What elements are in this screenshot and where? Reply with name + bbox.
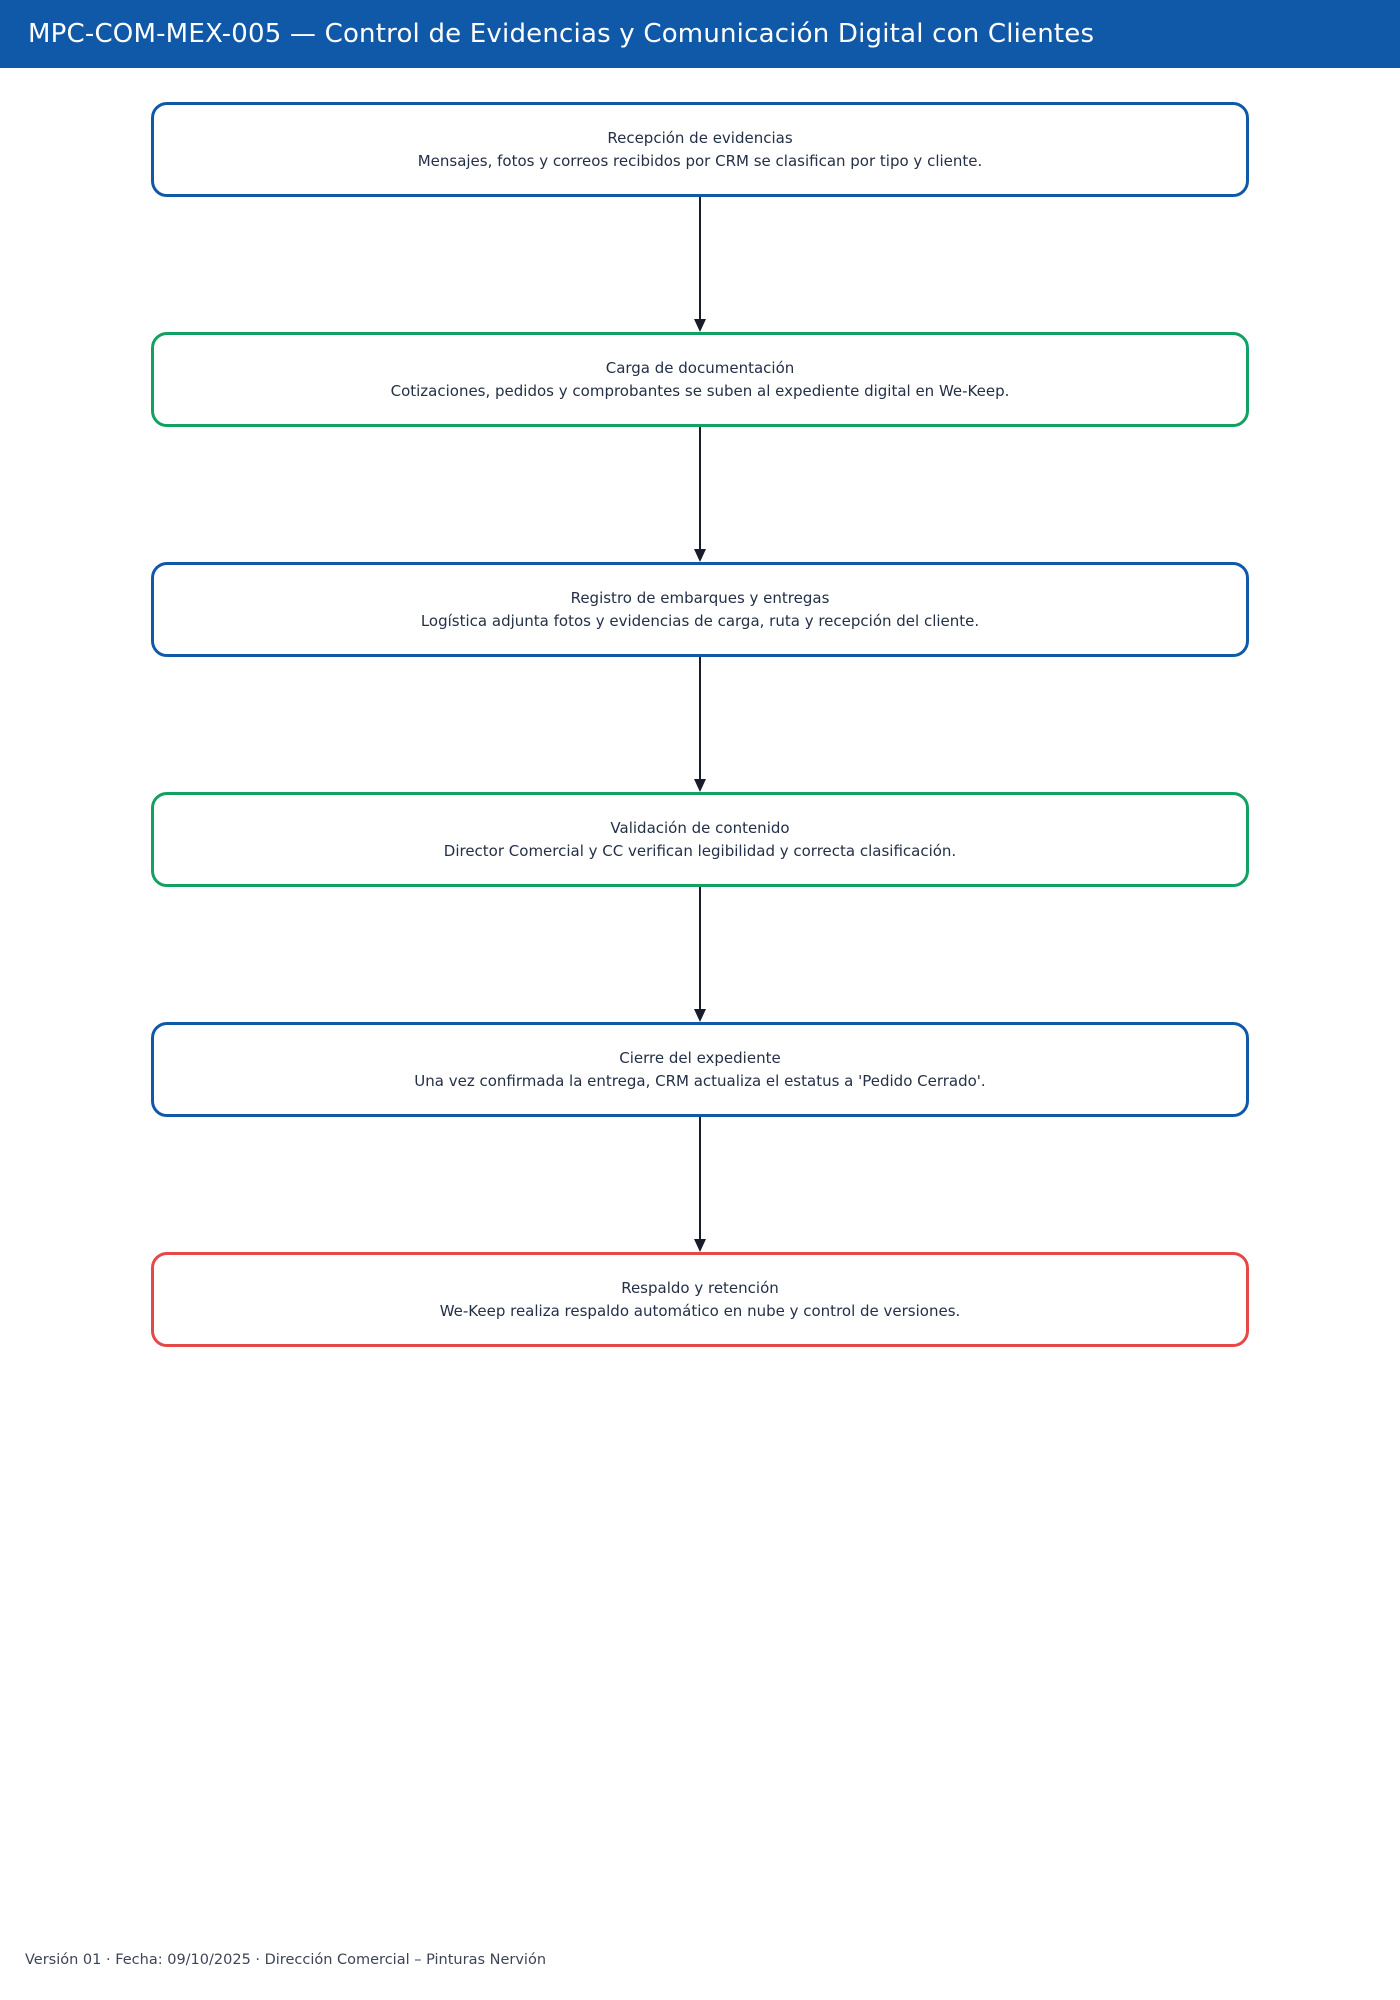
step-title: Cierre del expediente	[619, 1048, 781, 1067]
step-description: Mensajes, fotos y correos recibidos por …	[417, 151, 983, 170]
page-title: MPC-COM-MEX-005 — Control de Evidencias …	[28, 19, 1095, 49]
step-title: Validación de contenido	[610, 818, 790, 837]
document-header-bar: MPC-COM-MEX-005 — Control de Evidencias …	[0, 0, 1400, 68]
step-description: Logística adjunta fotos y evidencias de …	[420, 611, 980, 630]
step-box-registro-de-embarques: Registro de embarques y entregas Logísti…	[151, 562, 1249, 657]
step-box-carga-de-documentacion: Carga de documentación Cotizaciones, ped…	[151, 332, 1249, 427]
flow-arrow	[694, 197, 706, 332]
arrow-head-icon	[694, 779, 706, 792]
arrow-line	[698, 1117, 702, 1240]
step-title: Recepción de evidencias	[607, 128, 793, 147]
arrow-head-icon	[694, 1239, 706, 1252]
step-box-recepcion-de-evidencias: Recepción de evidencias Mensajes, fotos …	[151, 102, 1249, 197]
arrow-line	[698, 427, 702, 550]
step-description: Cotizaciones, pedidos y comprobantes se …	[390, 381, 1010, 400]
step-title: Carga de documentación	[605, 358, 795, 377]
step-description: Una vez confirmada la entrega, CRM actua…	[414, 1071, 986, 1090]
flowchart: Recepción de evidencias Mensajes, fotos …	[0, 102, 1400, 1347]
flow-arrow	[694, 1117, 706, 1252]
step-box-validacion-de-contenido: Validación de contenido Director Comerci…	[151, 792, 1249, 887]
arrow-head-icon	[694, 549, 706, 562]
step-box-respaldo-y-retencion: Respaldo y retención We-Keep realiza res…	[151, 1252, 1249, 1347]
arrow-line	[698, 197, 702, 320]
arrow-head-icon	[694, 319, 706, 332]
step-description: Director Comercial y CC verifican legibi…	[443, 841, 957, 860]
step-box-cierre-del-expediente: Cierre del expediente Una vez confirmada…	[151, 1022, 1249, 1117]
flow-arrow	[694, 427, 706, 562]
step-description: We-Keep realiza respaldo automático en n…	[439, 1301, 961, 1320]
flow-arrow	[694, 887, 706, 1022]
arrow-line	[698, 657, 702, 780]
arrow-line	[698, 887, 702, 1010]
step-title: Respaldo y retención	[621, 1278, 779, 1297]
arrow-head-icon	[694, 1009, 706, 1022]
flow-arrow	[694, 657, 706, 792]
document-footer: Versión 01 · Fecha: 09/10/2025 · Direcci…	[25, 1952, 547, 1968]
step-title: Registro de embarques y entregas	[570, 588, 830, 607]
